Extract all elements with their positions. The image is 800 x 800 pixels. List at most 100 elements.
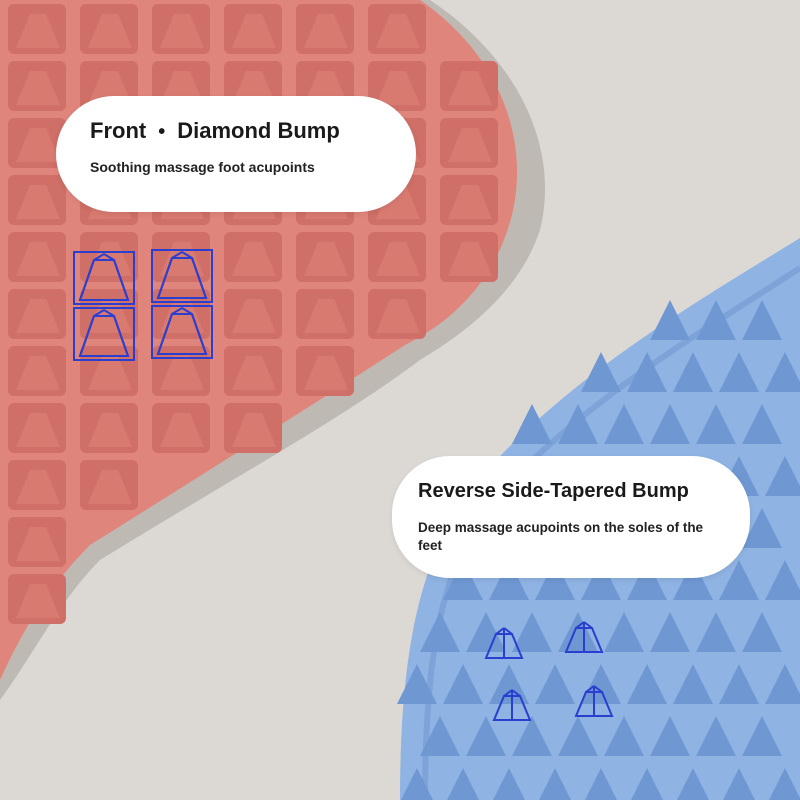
tapered-bump (742, 716, 782, 756)
diamond-bump (224, 232, 282, 282)
tapered-bump (585, 768, 617, 800)
tapered-bump (650, 404, 690, 444)
diamond-bump (296, 346, 354, 396)
tapered-bump (719, 664, 759, 704)
tapered-bump (696, 404, 736, 444)
tapered-bump (631, 768, 663, 800)
diamond-bump (440, 175, 498, 225)
tapered-bump (765, 456, 800, 496)
diamond-bump (80, 4, 138, 54)
diamond-bump (152, 4, 210, 54)
tapered-bump (558, 612, 598, 652)
diamond-bump (8, 403, 66, 453)
tapered-bump (558, 404, 598, 444)
diamond-bump (8, 175, 66, 225)
diamond-bump (80, 403, 138, 453)
tapered-bump (650, 612, 690, 652)
diamond-bump (440, 232, 498, 282)
diamond-bump (224, 346, 282, 396)
tapered-bump (673, 560, 713, 600)
tapered-bump (742, 612, 782, 652)
front-title-suffix: Diamond Bump (177, 118, 340, 143)
tapered-bump (627, 560, 667, 600)
diamond-bump-outline (73, 251, 135, 305)
tapered-bump (765, 560, 800, 600)
tapered-bump (765, 352, 800, 392)
diamond-bump (440, 118, 498, 168)
tapered-bump (696, 300, 736, 340)
tapered-bump (489, 664, 529, 704)
tapered-bump (677, 768, 709, 800)
diamond-bump (8, 346, 66, 396)
tapered-bump-outline (564, 621, 604, 653)
diamond-bump (296, 289, 354, 339)
tapered-bump (447, 768, 479, 800)
diamond-bump (152, 403, 210, 453)
diamond-bump (368, 232, 426, 282)
diamond-bump-outline (151, 249, 213, 303)
back-callout: Reverse Side-Tapered Bump Deep massage a… (392, 456, 750, 578)
diamond-bump (8, 517, 66, 567)
tapered-bump (627, 664, 667, 704)
title-separator: • (158, 121, 166, 143)
tapered-bump (627, 352, 667, 392)
tapered-bump (604, 716, 644, 756)
tapered-bump (581, 560, 621, 600)
front-title: Front • Diamond Bump (90, 118, 386, 144)
tapered-bump (696, 716, 736, 756)
tapered-bump (512, 404, 552, 444)
diamond-bump (8, 289, 66, 339)
tapered-bump (397, 664, 437, 704)
front-title-label: Front (90, 118, 147, 143)
tapered-bump (489, 560, 529, 600)
tapered-bump (466, 716, 506, 756)
diamond-bump (8, 4, 66, 54)
tapered-bump (673, 352, 713, 392)
diamond-bump (368, 61, 426, 111)
tapered-bump (420, 612, 460, 652)
diamond-bump-outline (151, 305, 213, 359)
diamond-bump (8, 118, 66, 168)
tapered-bump (539, 768, 571, 800)
diamond-bump (368, 4, 426, 54)
tapered-bump (535, 664, 575, 704)
diamond-bump (8, 574, 66, 624)
back-title: Reverse Side-Tapered Bump (418, 480, 689, 502)
tapered-bump (558, 716, 598, 756)
tapered-bump (650, 716, 690, 756)
tapered-bump-outline (492, 689, 532, 721)
diamond-bump (440, 61, 498, 111)
tapered-bump (512, 716, 552, 756)
tapered-bump (719, 352, 759, 392)
diamond-bump (296, 4, 354, 54)
tapered-bump (443, 560, 483, 600)
tapered-bump (742, 300, 782, 340)
tapered-bump (696, 612, 736, 652)
tapered-bump (493, 768, 525, 800)
bump-annotation-group (73, 249, 614, 721)
diamond-bump (296, 232, 354, 282)
tapered-bump (401, 768, 433, 800)
diamond-bump (224, 289, 282, 339)
tapered-bump (420, 716, 460, 756)
tapered-bump (723, 768, 755, 800)
back-subtitle: Deep massage acupoints on the soles of t… (418, 520, 704, 553)
tapered-bump (443, 664, 483, 704)
tapered-bump (673, 664, 713, 704)
front-callout: Front • Diamond Bump Soothing massage foot… (56, 96, 416, 212)
tapered-bump (512, 612, 552, 652)
tapered-bump (581, 664, 621, 704)
diamond-bump (80, 346, 138, 396)
front-subtitle: Soothing massage foot acupoints (90, 159, 315, 175)
tapered-bump-outline (574, 685, 614, 717)
diamond-bump (368, 289, 426, 339)
tapered-bump (466, 612, 506, 652)
diamond-bump (8, 460, 66, 510)
tapered-bump (719, 560, 759, 600)
diamond-bump (224, 403, 282, 453)
tapered-bump (604, 404, 644, 444)
tapered-bump (742, 508, 782, 548)
tapered-bump (604, 612, 644, 652)
diamond-bump (224, 4, 282, 54)
diamond-bump (80, 460, 138, 510)
